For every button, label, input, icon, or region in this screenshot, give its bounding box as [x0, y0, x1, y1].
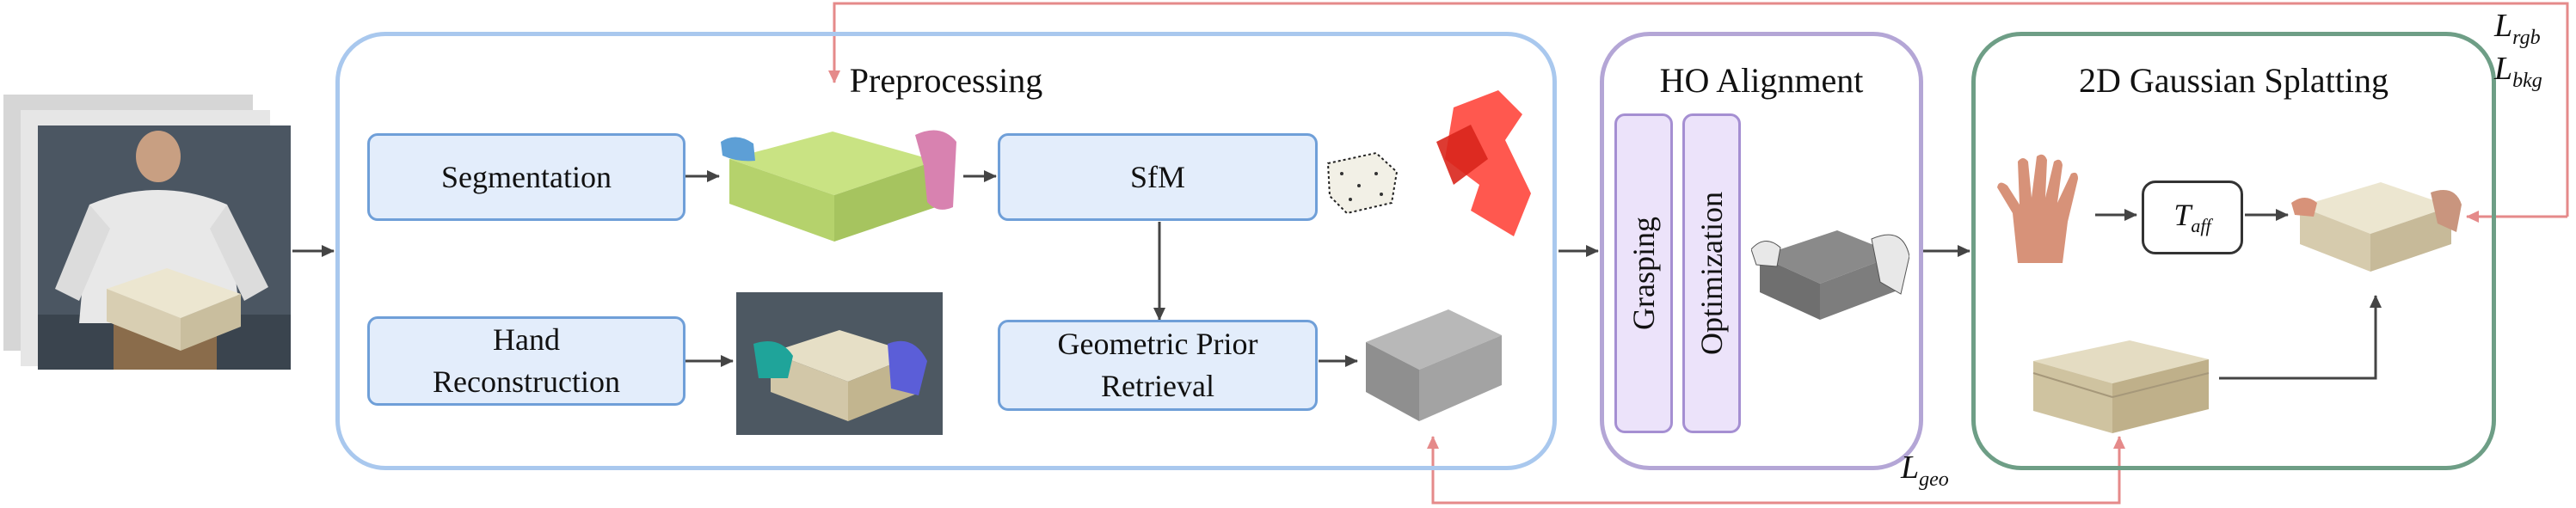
gaussian-splatting-panel: 2D Gaussian Splatting	[1971, 32, 2496, 470]
preprocessing-title: Preprocessing	[849, 61, 1043, 100]
loss-rgb-line	[828, 2, 2569, 217]
geometric-prior-box: Geometric Prior Retrieval	[998, 320, 1318, 411]
hand-object-alignment-image	[1751, 230, 1909, 320]
loss-bkg-label: Lbkg	[2494, 51, 2542, 92]
segmentation-label: Segmentation	[441, 159, 612, 194]
loss-rgb-label: Lrgb	[2494, 8, 2541, 49]
frame-front-image	[38, 125, 291, 370]
sfm-box: SfM	[998, 133, 1318, 221]
sfm-point-cloud	[1326, 151, 1399, 215]
grasping-label: Grasping	[1626, 217, 1661, 330]
result-image	[2291, 182, 2462, 272]
arrow-box-to-result	[2219, 295, 2382, 380]
segmentation-image	[721, 130, 956, 242]
hand-reconstruction-image	[736, 292, 943, 435]
optimization-label: Optimization	[1694, 192, 1729, 355]
grasping-box: Grasping	[1614, 113, 1673, 433]
preprocessing-panel: Preprocessing	[335, 32, 1557, 470]
t-aff-symbol: Taff	[2173, 198, 2211, 237]
segmentation-box: Segmentation	[367, 133, 685, 221]
prior-mesh-image	[1366, 309, 1502, 421]
input-frames	[0, 86, 292, 370]
gaussian-splatting-title: 2D Gaussian Splatting	[2079, 61, 2388, 100]
optimization-box: Optimization	[1682, 113, 1741, 433]
loss-geo-label: Lgeo	[1901, 450, 1949, 491]
hand-reconstruction-label-line2: Reconstruction	[433, 364, 620, 399]
sfm-label: SfM	[1129, 159, 1186, 194]
geometric-prior-label-line1: Geometric Prior	[1057, 327, 1258, 362]
ho-alignment-title: HO Alignment	[1659, 61, 1864, 100]
ho-alignment-panel: HO Alignment	[1600, 32, 1923, 470]
hand-image	[1997, 154, 2078, 263]
geometric-prior-label-line2: Retrieval	[1101, 369, 1214, 403]
wooden-box-image	[2032, 340, 2210, 433]
t-aff-box: Taff	[2142, 181, 2243, 254]
hand-reconstruction-box: Hand Reconstruction	[367, 316, 685, 406]
camera-poses	[1436, 90, 1531, 236]
hand-reconstruction-label-line1: Hand	[493, 322, 560, 358]
